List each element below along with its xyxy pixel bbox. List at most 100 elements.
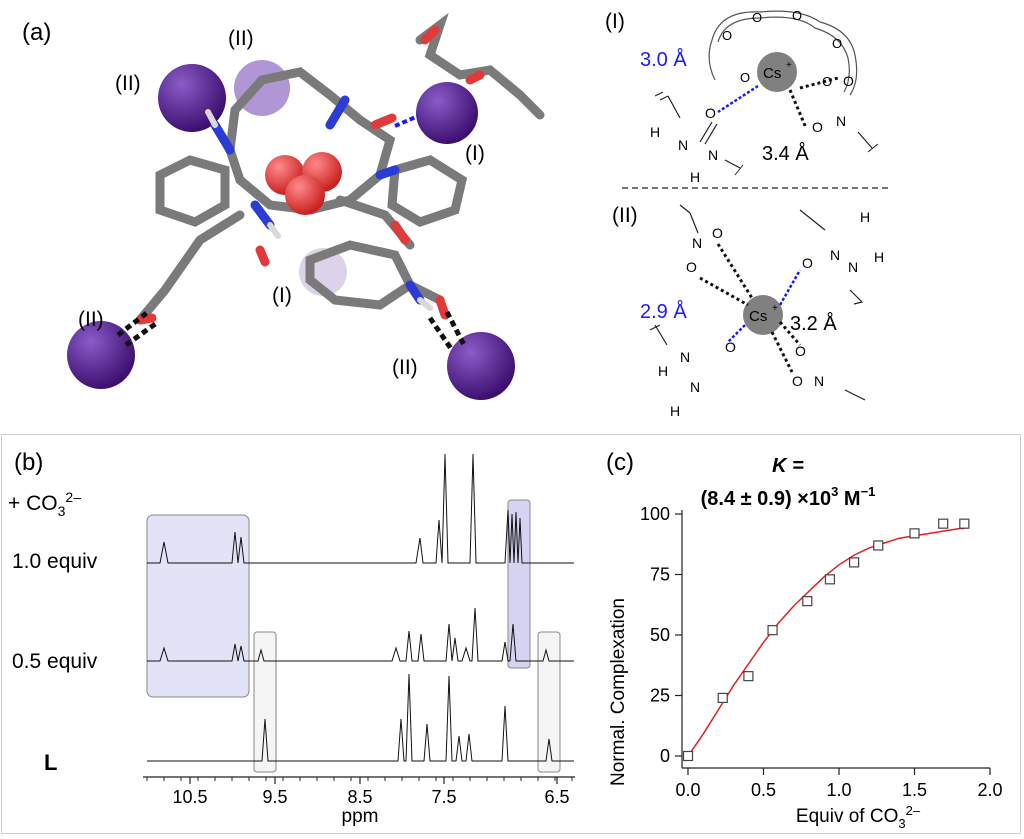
svg-text:N: N: [848, 259, 858, 275]
schematic-site-I: (I) O O O O O O Cs + O N N H H: [605, 8, 879, 185]
y-tick-label: 50: [650, 625, 670, 645]
x-axis-label: Equiv of CO32–: [796, 803, 921, 831]
highlight-box: [537, 631, 561, 773]
molecule-sticks: [135, 12, 545, 325]
panel-a: (a): [22, 8, 892, 419]
data-point: [849, 557, 860, 568]
svg-text:O: O: [705, 105, 716, 121]
panel-b-label: (b): [14, 449, 43, 476]
coordination-bond: [427, 316, 455, 352]
site-label: (I): [465, 142, 485, 165]
y-tick-label: 0: [660, 746, 670, 766]
svg-text:O: O: [832, 36, 842, 51]
svg-text:O: O: [712, 225, 723, 241]
data-point: [824, 574, 836, 585]
cs-ion: [743, 295, 783, 335]
svg-text:O: O: [792, 373, 803, 389]
svg-text:H: H: [874, 249, 884, 265]
svg-text:O: O: [725, 339, 736, 355]
data-point: [959, 518, 970, 529]
carbonate-oxygen: [285, 175, 325, 215]
distance-label: 3.2 Å: [790, 312, 837, 335]
data-point: [767, 625, 778, 636]
chart-axes: 0.0 0.5 1.0 1.5 2.0 0 25 50 75 100: [640, 504, 1003, 800]
bottom-frame: [1, 434, 1021, 834]
site-label: (II): [115, 72, 141, 95]
svg-text:H: H: [658, 363, 668, 379]
row-label: 0.5 equiv: [12, 650, 98, 673]
cs-ion: [757, 52, 797, 92]
svg-text:O: O: [843, 73, 854, 89]
distance-label-blue: 2.9 Å: [640, 300, 687, 323]
svg-text:O: O: [802, 255, 813, 271]
cs-sphere: [416, 82, 478, 144]
y-tick-label: 25: [650, 686, 670, 706]
ppm-tick-label: 7.5: [431, 787, 456, 807]
svg-text:N: N: [814, 373, 824, 389]
fit-curve: [687, 527, 965, 757]
panel-a-figure: (a): [22, 8, 892, 419]
svg-text:H: H: [860, 209, 870, 225]
ppm-tick-label: 10.5: [172, 787, 207, 807]
x-tick-label: 1.5: [902, 780, 927, 800]
x-tick-label: 0.5: [751, 780, 776, 800]
ppm-axis-label: ppm: [342, 806, 379, 827]
spectrum-trace: [147, 453, 574, 564]
svg-text:Cs: Cs: [763, 65, 781, 82]
svg-text:O: O: [822, 74, 832, 89]
ppm-tick-label: 6.5: [544, 787, 569, 807]
titration-label: + CO32–: [8, 489, 81, 519]
svg-text:O: O: [792, 8, 802, 23]
fit-line: [687, 527, 965, 757]
site-label: (I): [272, 284, 292, 307]
spectrum-trace: [147, 673, 574, 762]
cs-sphere: [447, 332, 515, 400]
svg-text:N: N: [836, 113, 846, 129]
coordination-bond: [124, 319, 160, 348]
highlight-box: [253, 631, 277, 773]
k-value-line2: (8.4 ± 0.9) ×103 M−1: [701, 484, 876, 510]
svg-text:N: N: [690, 379, 700, 395]
site-label: (II): [392, 356, 418, 379]
data-points: [682, 518, 970, 762]
svg-text:O: O: [722, 28, 732, 43]
svg-text:O: O: [752, 10, 762, 25]
distance-label: 3.4 Å: [762, 142, 809, 165]
data-point: [682, 750, 694, 762]
svg-text:N: N: [680, 349, 690, 365]
svg-text:+: +: [772, 303, 778, 314]
y-axis-label: Normal. Complexation: [608, 598, 629, 786]
svg-text:O: O: [795, 343, 806, 359]
ppm-tick-label: 9.5: [262, 787, 287, 807]
panel-c-label: (c): [606, 449, 634, 476]
svg-text:N: N: [830, 247, 840, 263]
site-label: (II): [78, 308, 104, 331]
data-point: [909, 528, 920, 539]
svg-text:H: H: [650, 124, 660, 140]
svg-text:H: H: [690, 169, 700, 185]
svg-text:N: N: [692, 235, 702, 251]
data-point: [802, 596, 813, 607]
data-point: [743, 671, 754, 682]
x-tick-label: 2.0: [977, 780, 1002, 800]
distance-label-blue: 3.0 Å: [640, 48, 687, 71]
x-tick-label: 1.0: [826, 780, 851, 800]
schematic-site-II: (II) Cs + O N O O N H N H O N H N H O O …: [612, 204, 884, 419]
data-point: [938, 518, 949, 529]
coordination-bond: [394, 114, 419, 128]
spectrum-trace: [147, 607, 574, 662]
cs-sphere: [67, 321, 135, 389]
y-tick-label: 100: [640, 504, 670, 524]
schematic-label-II: (II): [612, 204, 638, 227]
y-tick-label: 75: [650, 565, 670, 585]
row-label: 1.0 equiv: [12, 550, 98, 573]
x-tick-label: 0.0: [675, 780, 700, 800]
schematic-label-I: (I): [605, 10, 625, 33]
svg-text:N: N: [708, 147, 718, 163]
svg-text:N: N: [678, 137, 688, 153]
